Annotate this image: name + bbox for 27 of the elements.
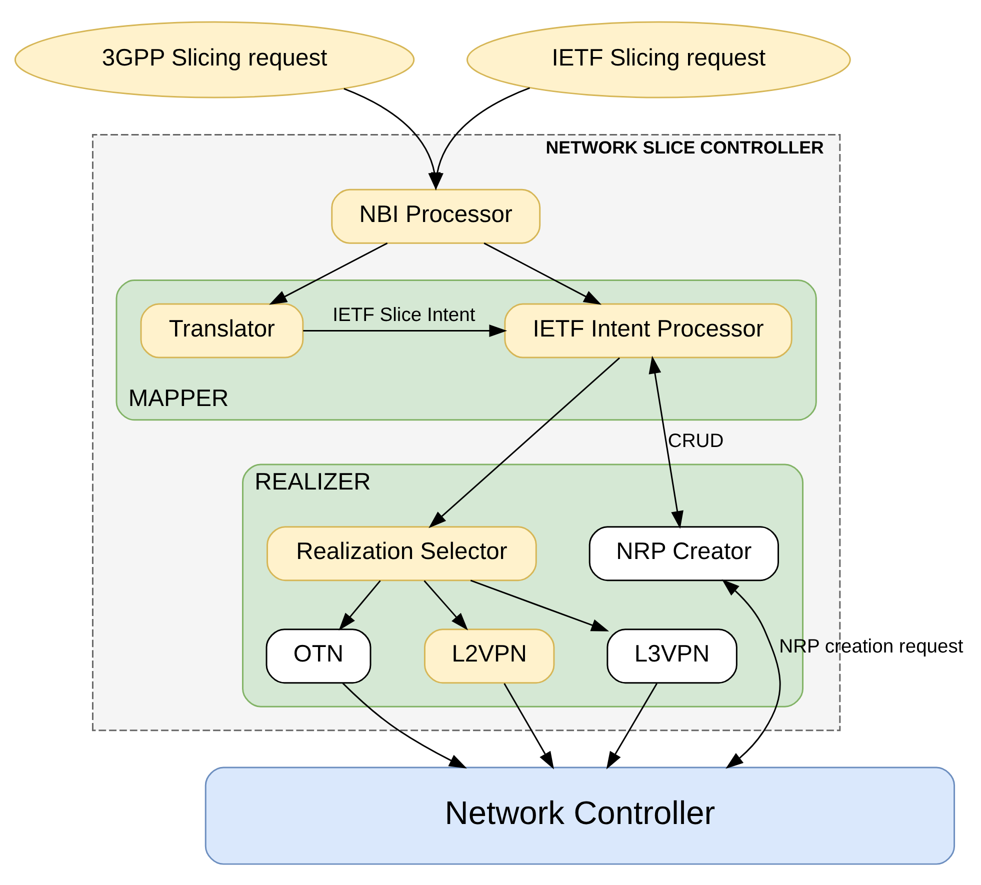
arrow xyxy=(338,580,380,630)
arrow xyxy=(430,86,530,190)
node-box: NBI Processor xyxy=(330,188,540,244)
node-box: Translator xyxy=(140,302,304,358)
arrow xyxy=(302,324,507,337)
edge-label: CRUD xyxy=(667,430,724,452)
arrow xyxy=(342,682,466,768)
edge-label: NRP creation request xyxy=(778,636,963,658)
node-box: Realization Selector xyxy=(266,526,536,581)
arrow xyxy=(428,356,620,528)
arrow xyxy=(268,242,388,304)
node-box: L2VPN xyxy=(423,628,554,684)
arrow xyxy=(423,580,468,630)
node-box: L3VPN xyxy=(606,628,737,684)
node-ellipse: 3GPP Slicing request xyxy=(14,20,414,98)
node-ellipse: IETF Slicing request xyxy=(466,20,850,98)
arrow xyxy=(470,579,609,631)
node-box: IETF Intent Processor xyxy=(504,302,792,358)
arrow xyxy=(503,682,554,769)
arrow xyxy=(648,355,683,528)
arrow xyxy=(721,578,780,768)
node-box: Network Controller xyxy=(204,766,955,864)
edge-label: IETF Slice Intent xyxy=(332,304,475,326)
node-box: NRP Creator xyxy=(588,526,778,581)
arrow xyxy=(606,682,657,769)
arrow xyxy=(483,242,602,304)
node-box: OTN xyxy=(265,628,371,684)
